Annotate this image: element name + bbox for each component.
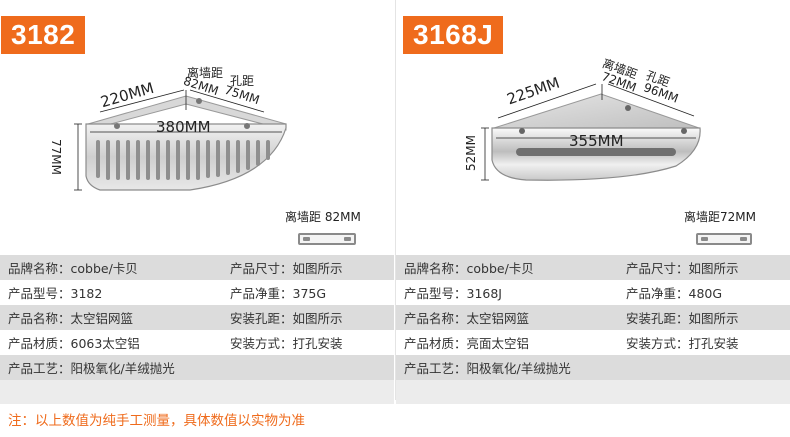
spec-name: 产品名称：太空铝网篮	[404, 311, 530, 326]
table-row: 产品材质：6063太空铝 安装方式：打孔安装	[0, 330, 394, 355]
mount-wall-distance: 离墙距72MM	[684, 208, 756, 225]
spec-model: 产品型号：3182	[8, 286, 103, 301]
spec-install-method: 安装方式：打孔安装	[230, 336, 343, 351]
table-row: 产品工艺：阳极氧化/羊绒抛光	[396, 355, 790, 380]
spec-weight: 产品净重：480G	[626, 286, 723, 301]
spec-material: 产品材质：6063太空铝	[8, 336, 140, 351]
spec-table: 品牌名称：cobbe/卡贝 产品尺寸：如图所示 产品型号：3182 产品净重：3…	[0, 255, 394, 404]
hole-distance-label: 孔距	[230, 74, 255, 88]
table-row: 产品名称：太空铝网篮 安装孔距：如图所示	[396, 305, 790, 330]
mount-value: 82MM	[324, 210, 361, 224]
table-row: 产品材质：亮面太空铝 安装方式：打孔安装	[396, 330, 790, 355]
table-row: 产品型号：3168J 产品净重：480G	[396, 280, 790, 305]
table-row: 产品名称：太空铝网篮 安装孔距：如图所示	[0, 305, 394, 330]
height-dimension: 77MM	[48, 139, 63, 175]
basket-drawing-3182	[74, 89, 287, 191]
spec-size: 产品尺寸：如图所示	[626, 261, 739, 276]
spec-brand: 品牌名称：cobbe/卡贝	[8, 261, 138, 276]
mount-label: 离墙距	[684, 210, 721, 224]
mount-bracket-icon	[696, 233, 752, 245]
spec-weight: 产品净重：375G	[230, 286, 327, 301]
mount-bracket-icon	[298, 233, 356, 245]
table-row: 产品型号：3182 产品净重：375G	[0, 280, 394, 305]
table-row: 产品工艺：阳极氧化/羊绒抛光	[0, 355, 394, 380]
height-dimension: 52MM	[463, 135, 478, 171]
measurement-footnote: 注：以上数值为纯手工测量，具体数值以实物为准	[8, 413, 305, 429]
mount-wall-distance: 离墙距 82MM	[285, 208, 361, 225]
mount-value: 72MM	[720, 210, 756, 224]
spec-install-method: 安装方式：打孔安装	[626, 336, 739, 351]
spec-model: 产品型号：3168J	[404, 286, 502, 301]
table-row: 品牌名称：cobbe/卡贝 产品尺寸：如图所示	[0, 255, 394, 280]
spec-process: 产品工艺：阳极氧化/羊绒抛光	[404, 361, 571, 376]
product-panel-3168j: 3168J 22	[395, 0, 790, 404]
spec-hole-distance: 安装孔距：如图所示	[230, 311, 343, 326]
table-row: 品牌名称：cobbe/卡贝 产品尺寸：如图所示	[396, 255, 790, 280]
table-row	[0, 380, 394, 404]
spec-size: 产品尺寸：如图所示	[230, 261, 343, 276]
model-badge: 3182	[1, 16, 86, 54]
table-row	[396, 380, 790, 404]
product-panel-3182: 3182	[0, 0, 395, 404]
spec-process: 产品工艺：阳极氧化/羊绒抛光	[8, 361, 175, 376]
spec-brand: 品牌名称：cobbe/卡贝	[404, 261, 534, 276]
basket-drawing-3168j	[481, 83, 701, 181]
length-dimension: 380MM	[156, 118, 211, 136]
spec-material: 产品材质：亮面太空铝	[404, 336, 530, 351]
model-badge: 3168J	[403, 16, 504, 54]
length-dimension: 355MM	[569, 132, 624, 150]
wall-distance-label: 离墙距	[187, 66, 224, 80]
spec-name: 产品名称：太空铝网篮	[8, 311, 134, 326]
spec-hole-distance: 安装孔距：如图所示	[626, 311, 739, 326]
spec-table: 品牌名称：cobbe/卡贝 产品尺寸：如图所示 产品型号：3168J 产品净重：…	[396, 255, 790, 404]
mount-label: 离墙距	[285, 210, 322, 224]
